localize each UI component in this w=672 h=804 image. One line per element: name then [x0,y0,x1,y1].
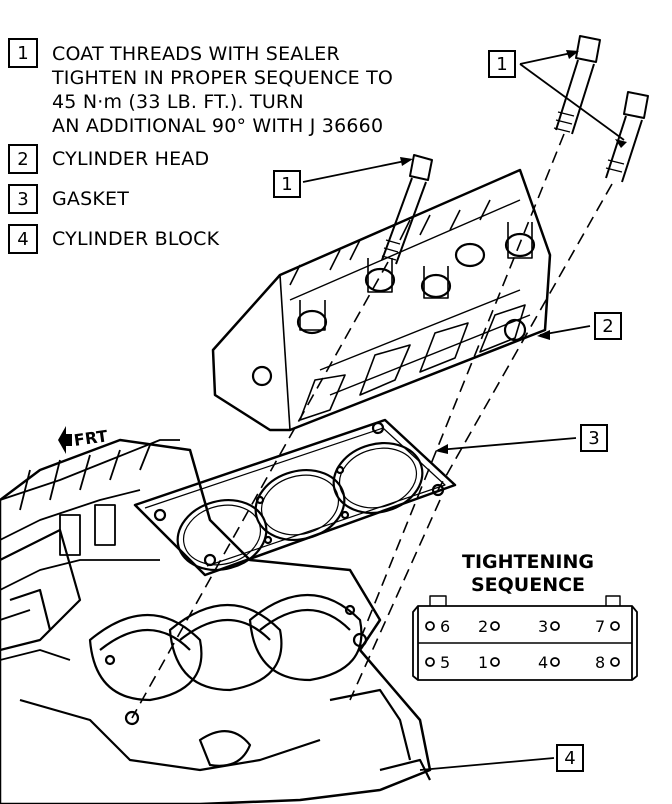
legend-number-box: 4 [8,224,38,254]
sequence-number: 6 [440,617,451,636]
sequence-plate-drawing [412,595,638,681]
callout-number: 3 [588,427,600,449]
sequence-number: 2 [478,617,489,636]
legend-text-line: 45 N·m (33 LB. FT.). TURN [52,91,304,113]
callout-box-head: 2 [594,312,622,340]
legend-text-line: COAT THREADS WITH SEALER [52,43,340,65]
legend-text-line: AN ADDITIONAL 90° WITH J 36660 [52,115,384,137]
leader-arrowheads [400,50,627,454]
callout-box-bolt-top: 1 [488,50,516,78]
legend-text-line: CYLINDER BLOCK [52,228,220,250]
sequence-title-line1: TIGHTENING [462,551,594,573]
front-arrow-icon [58,426,72,454]
legend-number: 1 [17,42,29,64]
sequence-number: 5 [440,653,451,672]
legend-number: 4 [17,228,29,250]
leader-lines [302,51,625,771]
sequence-number: 3 [538,617,549,636]
sequence-number: 8 [595,653,606,672]
manifold-drawing [0,439,180,661]
legend-text-line: CYLINDER HEAD [52,148,210,170]
head-bolts-drawing [381,35,649,265]
bolt-path-lines [131,133,613,719]
legend-number-box: 3 [8,184,38,214]
callout-box-gasket: 3 [580,424,608,452]
legend-text-line: GASKET [52,188,130,210]
sequence-number: 1 [478,653,489,672]
legend-text-line: TIGHTEN IN PROPER SEQUENCE TO [52,67,394,89]
sequence-number: 4 [538,653,549,672]
legend-number-box: 2 [8,144,38,174]
sequence-number: 7 [595,617,606,636]
callout-box-block: 4 [556,744,584,772]
cylinder-head-drawing [211,168,552,432]
legend-number: 3 [17,188,29,210]
cylinder-block-drawing [0,438,432,804]
callout-number: 4 [564,747,576,769]
callout-number: 2 [602,315,614,337]
callout-box-bolt-left: 1 [273,170,301,198]
legend-number: 2 [17,148,29,170]
legend-number-box: 1 [8,38,38,68]
callout-number: 1 [281,173,293,195]
callout-number: 1 [496,53,508,75]
gasket-drawing [133,418,457,577]
sequence-title-line2: SEQUENCE [470,574,586,596]
